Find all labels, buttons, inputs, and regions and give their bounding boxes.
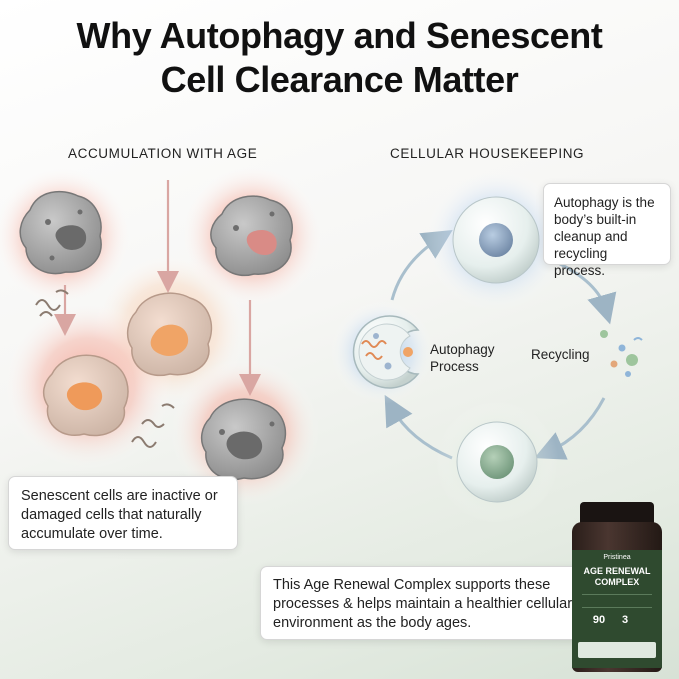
senescent-callout: Senescent cells are inactive or damaged … <box>8 476 238 550</box>
recycling-particles <box>600 330 643 377</box>
accumulation-heading: ACCUMULATION WITH AGE <box>68 146 258 161</box>
label-divider <box>582 594 652 608</box>
product-brand: Pristinea <box>603 554 631 561</box>
damaged-cell <box>42 354 129 437</box>
product-callout: This Age Renewal Complex supports these … <box>260 566 592 640</box>
product-bottle: Pristinea AGE RENEWAL COMPLEX 90 3 <box>568 502 666 672</box>
gray-senescent-cell-1 <box>19 190 102 275</box>
autophagy-label-line-2: Process <box>430 359 479 374</box>
peach-cell <box>126 292 213 377</box>
title-line-2: Cell Clearance Matter <box>160 59 519 100</box>
housekeeping-heading: CELLULAR HOUSEKEEPING <box>390 146 585 161</box>
page-title: Why Autophagy and Senescent Cell Clearan… <box>0 14 679 102</box>
label-badge-strip <box>578 642 656 658</box>
healthy-cell-top <box>424 168 568 312</box>
gray-senescent-cell-2 <box>210 195 293 277</box>
autophagy-callout: Autophagy is the body’s built-in cleanup… <box>543 183 671 278</box>
product-name-line-1: AGE RENEWAL <box>583 566 651 576</box>
autophagy-process-label: Autophagy Process <box>430 341 495 375</box>
healthy-cell-bottom <box>435 400 559 524</box>
autophagy-process-icon <box>330 300 434 404</box>
bottle-cap <box>580 502 654 524</box>
product-servings: 3 <box>621 614 629 626</box>
recycling-label: Recycling <box>531 347 590 362</box>
autophagy-label-line-1: Autophagy <box>430 342 495 357</box>
gray-senescent-cell-3 <box>200 398 287 481</box>
debris-fragments <box>35 289 175 448</box>
product-count: 90 <box>592 614 606 626</box>
product-name-line-2: COMPLEX <box>594 577 640 587</box>
title-line-1: Why Autophagy and Senescent <box>76 15 603 56</box>
